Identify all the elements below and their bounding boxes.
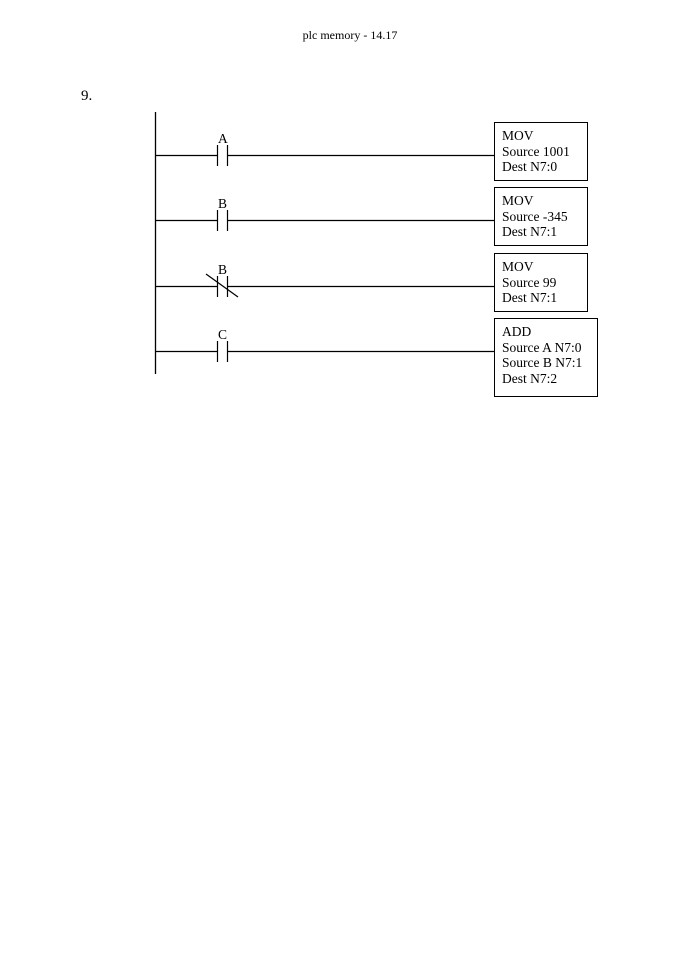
instruction-param: Dest N7:0 [502,159,558,174]
instruction-param: Source -345 [502,208,568,224]
instruction-box-add: ADD Source A N7:0 Source B N7:1 Dest N7:… [494,318,598,397]
instruction-param: Source B N7:1 [502,355,583,370]
instruction-param: Source A N7:0 [502,339,582,355]
contact-label-a: A [218,131,228,146]
instruction-box-mov-1: MOV Source 1001 Dest N7:0 [494,122,588,181]
instruction-param: Dest N7:1 [502,224,558,239]
instruction-name: ADD [502,324,532,339]
instruction-name: MOV [502,128,534,143]
contact-label-c: C [218,327,228,342]
question-number: 9. [81,88,93,104]
rung-2 [155,210,494,231]
instruction-name: MOV [502,259,534,274]
rung-1 [155,145,494,166]
page-header: plc memory - 14.17 [302,28,398,42]
rung-4 [155,341,494,362]
instruction-box-mov-3: MOV Source 99 Dest N7:1 [494,253,588,312]
instruction-param: Source 1001 [502,143,570,159]
instruction-param: Source 99 [502,274,557,290]
contact-label-b: B [218,196,228,211]
instruction-param: Dest N7:2 [502,370,558,386]
instruction-box-mov-2: MOV Source -345 Dest N7:1 [494,187,588,246]
contact-label-b-nc: B [218,262,228,277]
nc-slash [205,273,239,298]
instruction-name: MOV [502,193,534,208]
rung-3 [155,273,494,298]
instruction-param: Dest N7:1 [502,290,558,305]
